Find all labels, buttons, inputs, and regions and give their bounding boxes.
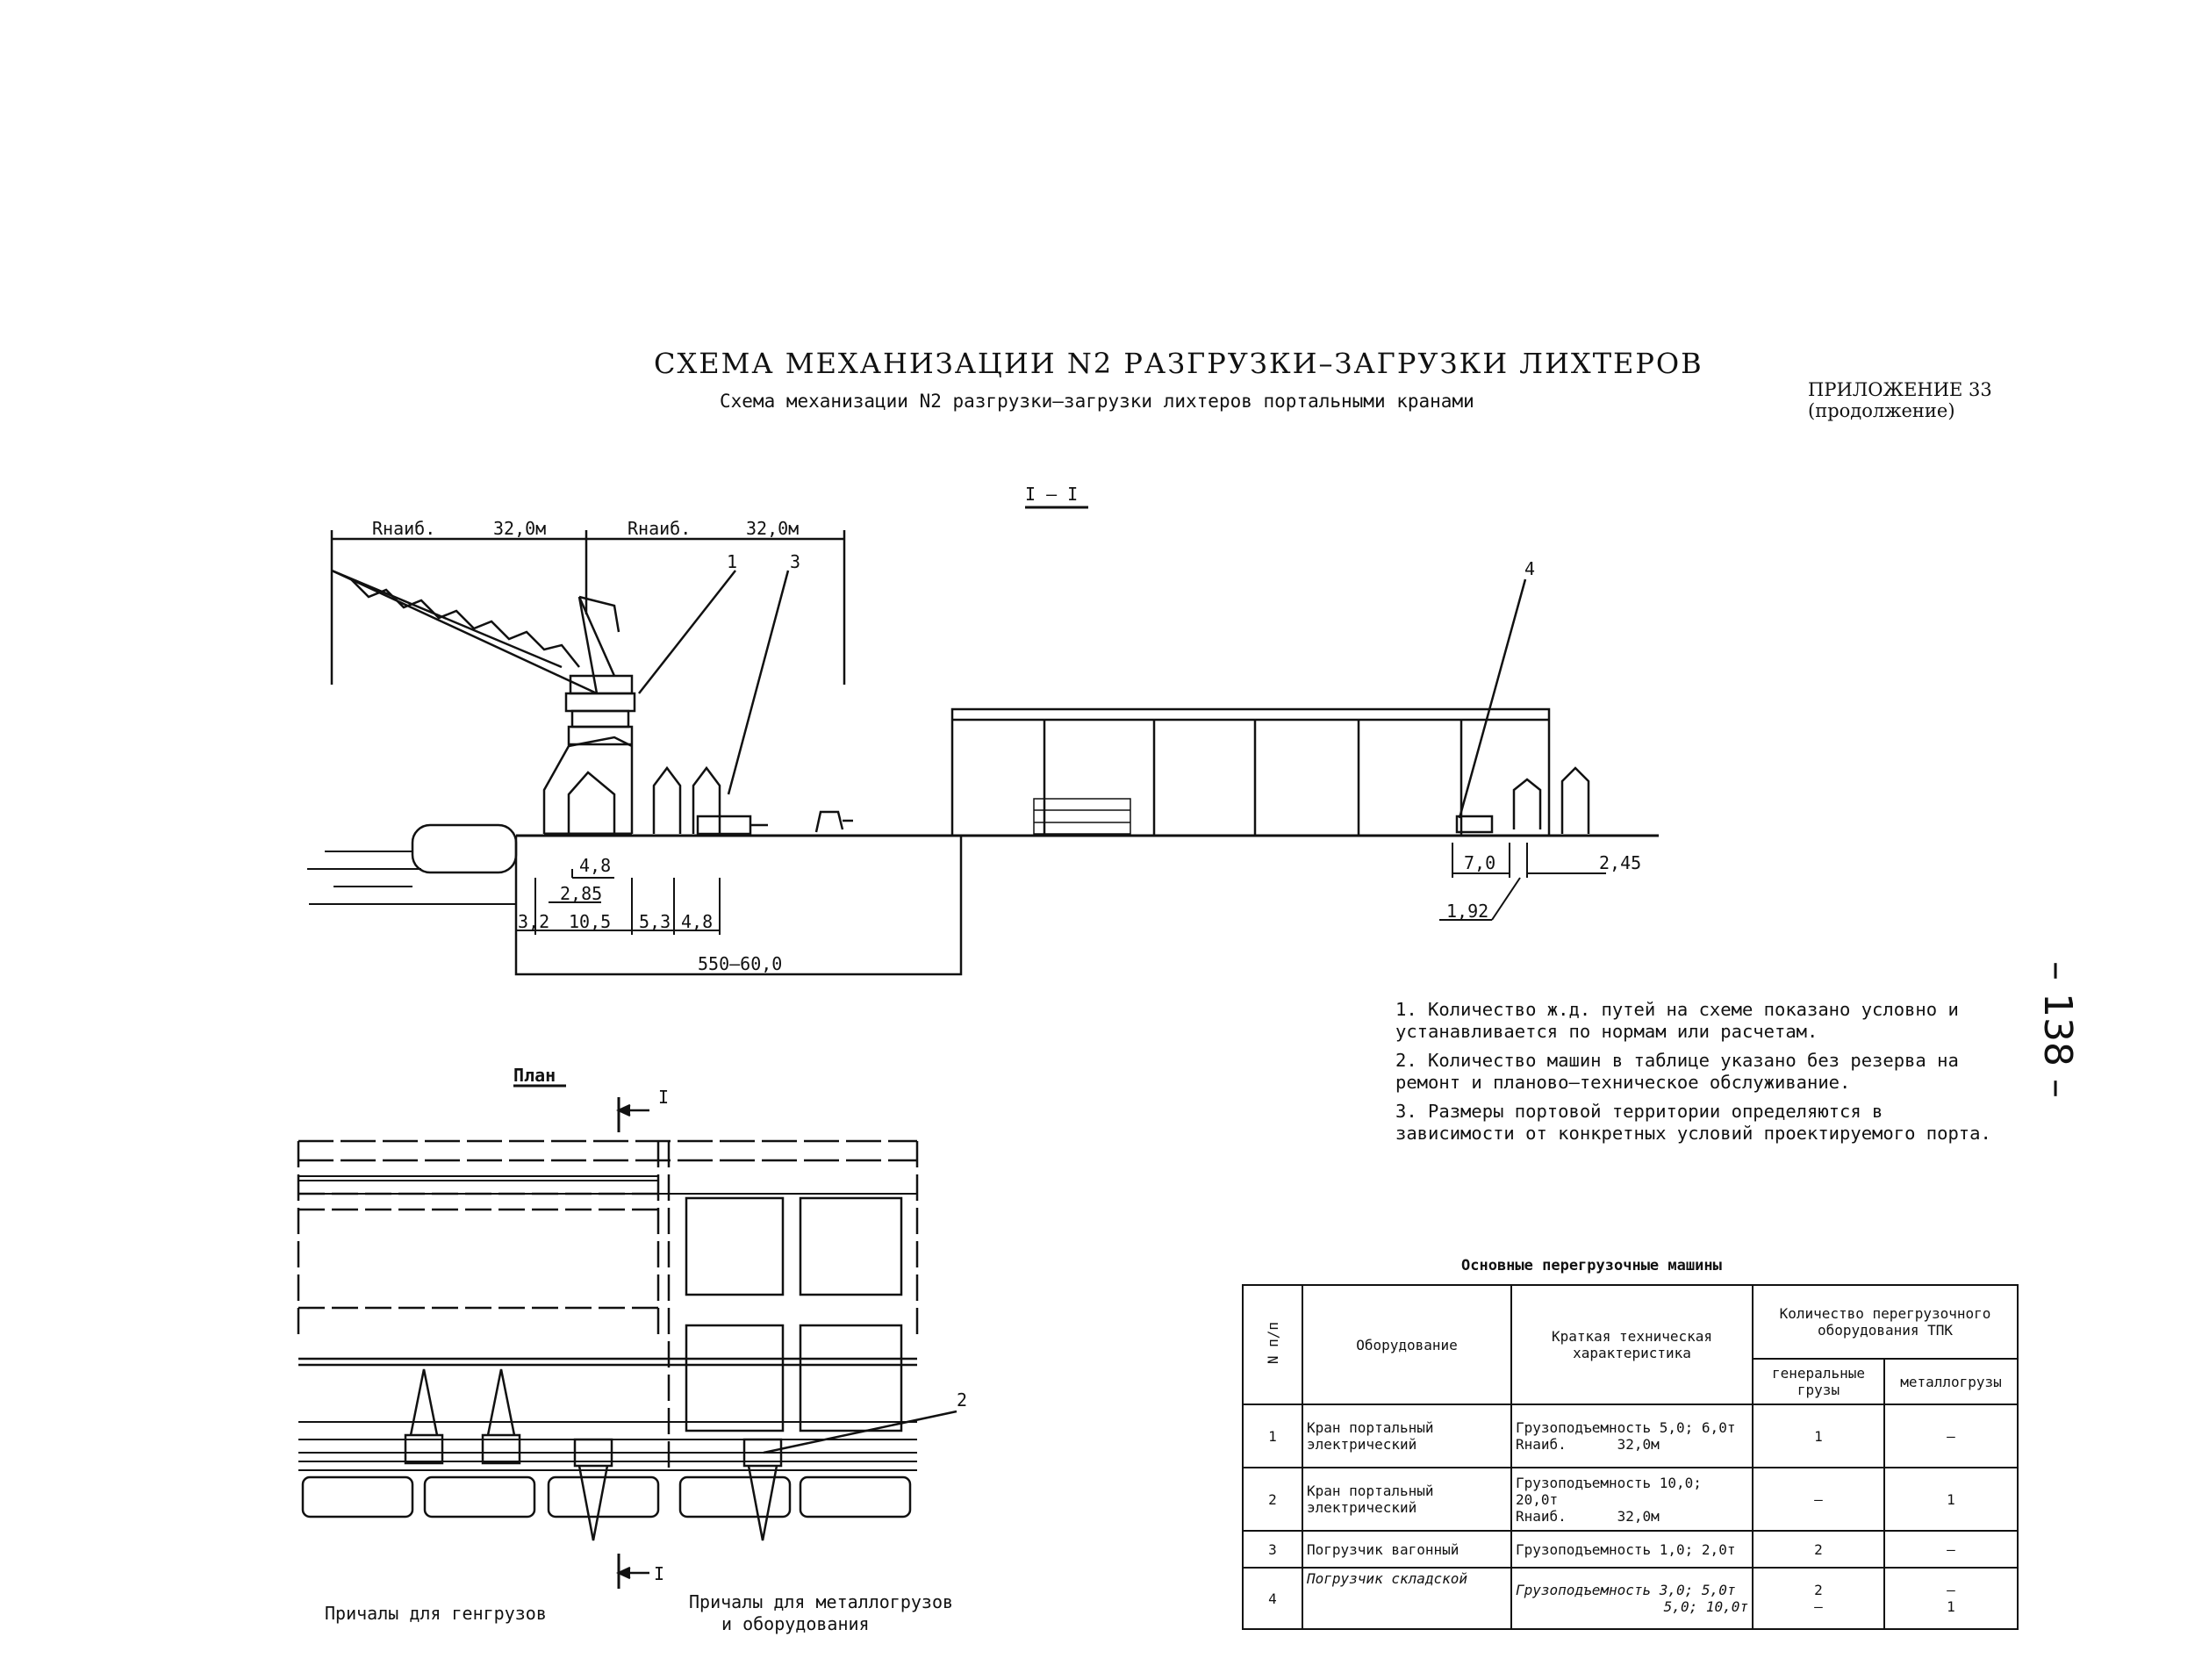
reach-dimension	[330, 530, 846, 685]
wagon-loader	[696, 815, 768, 836]
cell-num: 3	[1242, 1530, 1303, 1569]
table-row: 2 Кран портальный электрический Грузопод…	[1242, 1467, 2019, 1532]
callout-1-leader	[638, 570, 736, 694]
reach-label-2: Rнаиб.	[628, 518, 691, 539]
cell-equipment: Кран портальный электрический	[1302, 1404, 1512, 1468]
cell-equipment: Кран портальный электрический	[1302, 1467, 1512, 1532]
dim-7-0: 7,0	[1464, 852, 1495, 873]
header-spec: Краткая техническая характеристика	[1510, 1284, 1754, 1405]
dim-10-5: 10,5	[569, 911, 611, 932]
plan-caption-left: Причалы для генгрузов	[325, 1603, 547, 1624]
table-caption: Основные перегрузочные машины	[1461, 1257, 1722, 1274]
dim-quay-width: 550–60,0	[698, 953, 782, 974]
cut-label-top: I	[658, 1087, 669, 1108]
table-header-row: N п/п Оборудование Краткая техническая х…	[1242, 1284, 2019, 1405]
warehouse	[950, 707, 1551, 837]
dim-2-45: 2,45	[1599, 852, 1641, 873]
plan-view	[297, 1097, 957, 1589]
header-qty-general: генеральные грузы	[1752, 1358, 1885, 1405]
dim-4-8-top: 4,8	[579, 855, 611, 876]
cell-num: 4	[1242, 1567, 1303, 1630]
cell-general: 2–	[1752, 1567, 1885, 1630]
crane-plan-1	[409, 1368, 439, 1436]
cell-num: 1	[1242, 1404, 1303, 1468]
callout-3-leader	[727, 570, 790, 795]
crane-plan-4	[742, 1438, 783, 1468]
table-subheader-row: генеральные грузы металлогрузы	[1243, 1358, 2019, 1405]
cut-label-bottom: I	[654, 1563, 664, 1584]
plan-caption-right-1: Причалы для металлогрузов	[689, 1591, 953, 1612]
table-row: 4 Погрузчик складской Грузоподъемность 3…	[1242, 1567, 2019, 1630]
page-subtitle: Схема механизации N2 разгрузки–загрузки …	[720, 391, 1474, 412]
cell-metal: –1	[1883, 1567, 2019, 1630]
header-equipment: Оборудование	[1302, 1284, 1512, 1405]
cell-metal: 1	[1883, 1467, 2019, 1532]
cell-metal: –	[1883, 1530, 2019, 1569]
rear-wagon-2	[1560, 766, 1590, 834]
crane-plan-2	[486, 1368, 516, 1436]
cell-num: 2	[1242, 1467, 1303, 1532]
plan-title: План	[513, 1065, 556, 1086]
notes-block: 1. Количество ж.д. путей на схеме показа…	[1395, 999, 2010, 1152]
callout-4-leader	[1458, 578, 1527, 819]
dim-3-2: 3,2	[518, 911, 549, 932]
callout-4: 4	[1524, 558, 1535, 579]
appendix-continuation: (продолжение)	[1808, 400, 1955, 421]
equipment-table: N п/п Оборудование Краткая техническая х…	[1242, 1284, 2019, 1630]
reach-label-1: Rнаиб.	[372, 518, 435, 539]
warehouse-loader	[1455, 815, 1494, 834]
cell-general: 2	[1752, 1530, 1885, 1569]
callout-1: 1	[727, 551, 737, 572]
table-row: 1 Кран портальный электрический Грузопод…	[1242, 1404, 2019, 1468]
cell-equipment: Погрузчик складской	[1302, 1567, 1512, 1630]
page-title: СХЕМА МЕХАНИЗАЦИИ N2 РАЗГРУЗКИ–ЗАГРУЗКИ …	[654, 347, 1703, 380]
water-surface	[307, 851, 516, 905]
rear-wagon-1	[1512, 778, 1542, 829]
lighter-barge	[411, 823, 518, 874]
section-title: I – I	[1025, 484, 1078, 505]
callout-3: 3	[790, 551, 800, 572]
rail-wagon-1	[652, 765, 682, 834]
note-2: 2. Количество машин в таблице указано бе…	[1395, 1050, 1959, 1093]
rail-wagon-2	[692, 765, 721, 834]
dim-1-92: 1,92	[1446, 901, 1488, 922]
callout-2-leader	[763, 1410, 957, 1454]
dim-2-85: 2,85	[560, 883, 602, 904]
cell-metal: –	[1883, 1404, 2019, 1468]
cell-general: 1	[1752, 1404, 1885, 1468]
quay-wall	[514, 836, 963, 976]
note-3: 3. Размеры портовой территории определяю…	[1395, 1101, 1991, 1144]
reach-value-1: 32,0м	[493, 518, 546, 539]
appendix-label: ПРИЛОЖЕНИЕ 33 (продолжение)	[1808, 379, 1992, 421]
cell-general: –	[1752, 1467, 1885, 1532]
cell-equipment: Погрузчик вагонный	[1302, 1530, 1512, 1569]
header-num: N п/п	[1242, 1284, 1303, 1405]
dim-4-8: 4,8	[681, 911, 713, 932]
crane-plan-3	[573, 1438, 613, 1468]
appendix-number: ПРИЛОЖЕНИЕ 33	[1808, 379, 1992, 400]
section-dimensions	[515, 843, 1606, 939]
header-qty-metal: металлогрузы	[1883, 1358, 2019, 1405]
cell-spec: Грузоподъемность 1,0; 2,0т	[1510, 1530, 1754, 1569]
dim-5-3: 5,3	[639, 911, 671, 932]
reach-value-2: 32,0м	[746, 518, 799, 539]
note-1: 1. Количество ж.д. путей на схеме показа…	[1395, 999, 1959, 1042]
table-row: 3 Погрузчик вагонный Грузоподъемность 1,…	[1242, 1530, 2019, 1569]
portal-crane	[331, 569, 636, 836]
plan-caption-right-2: и оборудования	[721, 1613, 870, 1634]
header-qty: Количество перегрузочного оборудования Т…	[1752, 1284, 2019, 1360]
callout-2: 2	[957, 1389, 967, 1411]
forklift	[814, 810, 853, 833]
